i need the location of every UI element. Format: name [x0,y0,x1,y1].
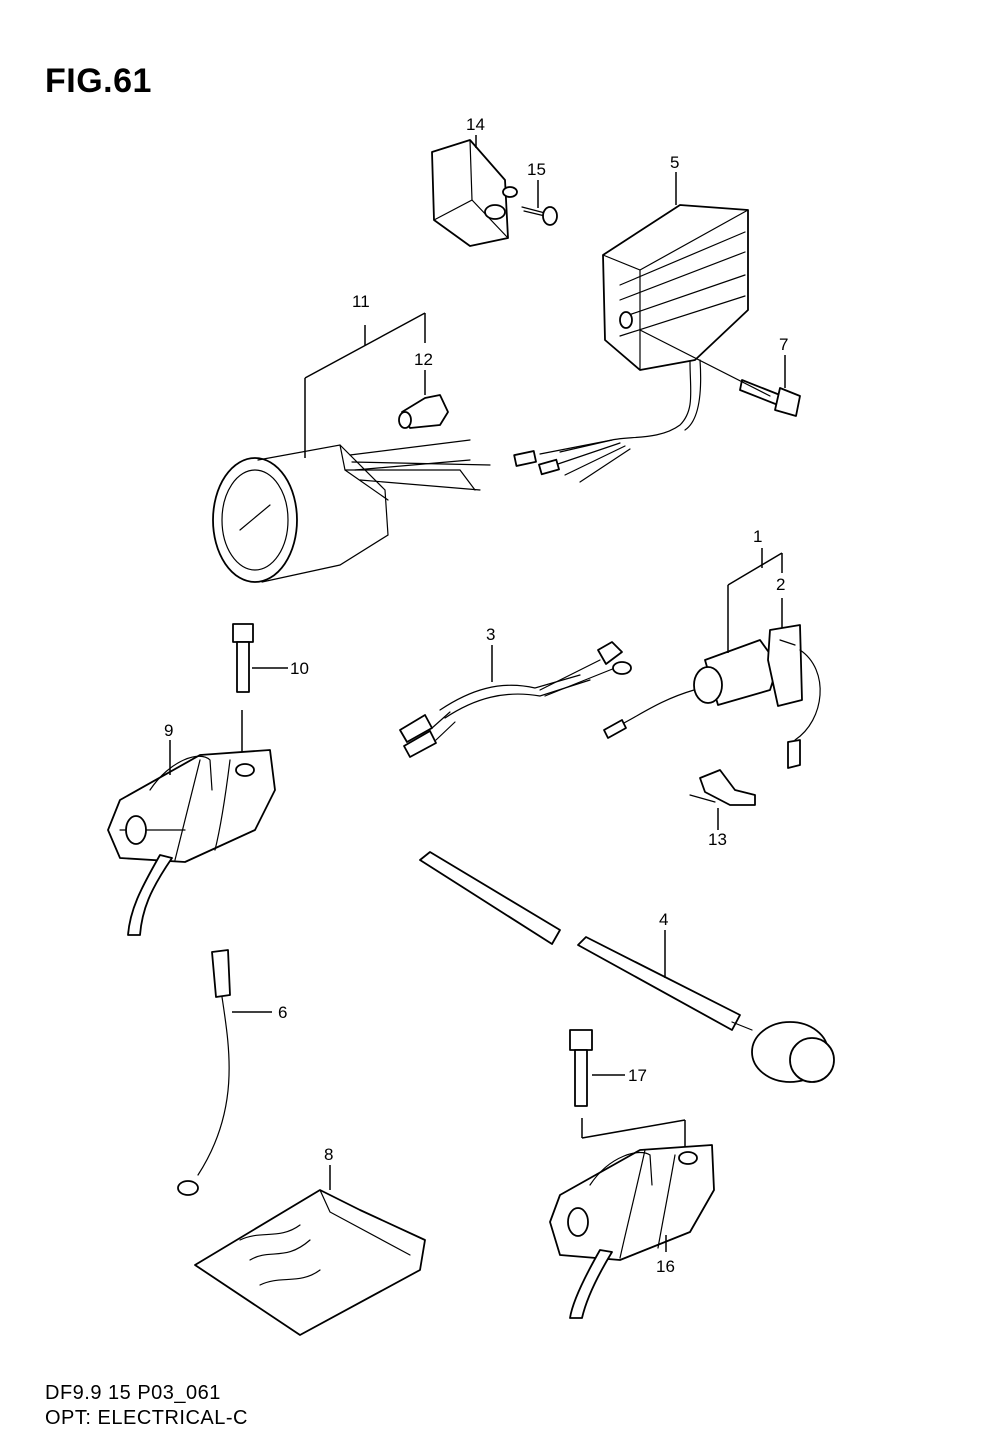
callout-5: 5 [670,153,679,172]
part-4-cable[interactable] [419,851,835,1083]
callout-2: 2 [776,575,785,594]
part-9-coil[interactable] [107,749,276,936]
callout-15: 15 [527,160,546,179]
callout-1: 1 [753,527,762,546]
part-10-bolt[interactable] [232,623,254,693]
part-15-screw[interactable] [521,206,558,226]
callout-14: 14 [466,115,485,134]
part-16-coil[interactable] [549,1144,715,1319]
callout-7: 7 [779,335,788,354]
callout-16: 16 [656,1257,675,1276]
part-5-regulator[interactable] [513,204,749,483]
callout-17: 17 [628,1066,647,1085]
part-1-switch[interactable] [603,639,779,739]
callout-3: 3 [486,625,495,644]
part-2-holder[interactable] [767,624,821,769]
part-6-lead[interactable] [177,949,231,1196]
part-13-clip[interactable] [689,769,756,806]
callout-11: 11 [352,292,370,311]
figure-title: FIG.61 [45,62,152,100]
part-12-bulb[interactable] [398,394,449,429]
part-8-bag[interactable] [194,1189,426,1336]
callout-6: 6 [278,1003,287,1022]
part-17-bolt[interactable] [569,1029,593,1107]
part-3-harness[interactable] [399,641,632,758]
callout-12: 12 [414,350,433,369]
diagram-caption: OPT: ELECTRICAL-C [45,1407,248,1429]
part-11-meter[interactable] [212,439,491,583]
callout-10: 10 [290,659,309,678]
callout-13: 13 [708,830,727,849]
callout-4: 4 [659,910,668,929]
part-14-bracket[interactable] [431,139,518,247]
callout-8: 8 [324,1145,333,1164]
diagram-code: DF9.9 15 P03_061 [45,1382,221,1404]
callout-9: 9 [164,721,173,740]
